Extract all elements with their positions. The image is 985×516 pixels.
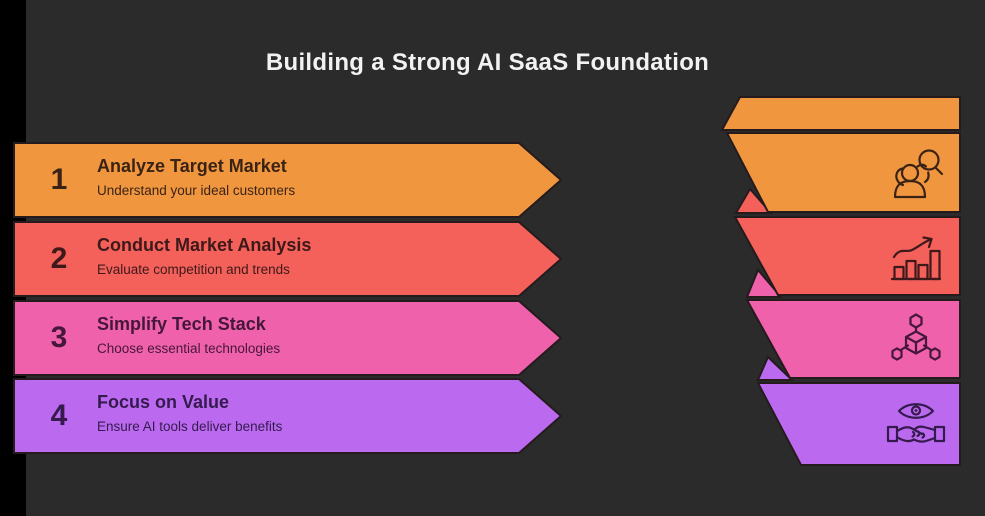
step-title: Conduct Market Analysis <box>97 235 312 255</box>
cube-network-icon <box>891 313 941 361</box>
eye-handshake-icon <box>886 403 946 443</box>
step-number: 4 <box>50 399 68 432</box>
ribbon-top-strip <box>720 96 961 131</box>
arrow-banner-shape <box>13 221 562 297</box>
arrow-banner-shape <box>13 300 562 376</box>
ribbon-band-1 <box>725 132 961 213</box>
arrow-banner-shape <box>13 378 562 454</box>
step-subtitle: Choose essential technologies <box>97 341 281 356</box>
ribbon-fold-4 <box>756 355 795 381</box>
customer-search-icon <box>893 149 944 199</box>
ribbon-band-4 <box>756 382 961 466</box>
step-number: 1 <box>50 163 68 196</box>
step-number: 2 <box>50 242 68 275</box>
step-subtitle: Evaluate competition and trends <box>97 262 290 277</box>
arrow-banner-shape <box>13 142 562 218</box>
step-title: Simplify Tech Stack <box>97 314 266 334</box>
step-1-banner: 1 Analyze Target Market Understand your … <box>13 142 562 218</box>
step-subtitle: Ensure AI tools deliver benefits <box>97 419 283 434</box>
growth-chart-icon <box>890 236 942 281</box>
step-number: 3 <box>50 321 68 354</box>
ribbon-fold-3 <box>745 268 784 298</box>
chevron-ribbon <box>720 96 961 466</box>
page-title: Building a Strong AI SaaS Foundation <box>265 49 710 76</box>
ribbon-fold-2 <box>734 187 774 214</box>
step-title: Analyze Target Market <box>97 156 287 176</box>
step-4-banner: 4 Focus on Value Ensure AI tools deliver… <box>13 378 562 454</box>
step-subtitle: Understand your ideal customers <box>97 183 296 198</box>
step-3-banner: 3 Simplify Tech Stack Choose essential t… <box>13 300 562 376</box>
ribbon-band-3 <box>745 299 961 379</box>
step-title: Focus on Value <box>97 392 230 412</box>
step-2-banner: 2 Conduct Market Analysis Evaluate compe… <box>13 221 562 297</box>
